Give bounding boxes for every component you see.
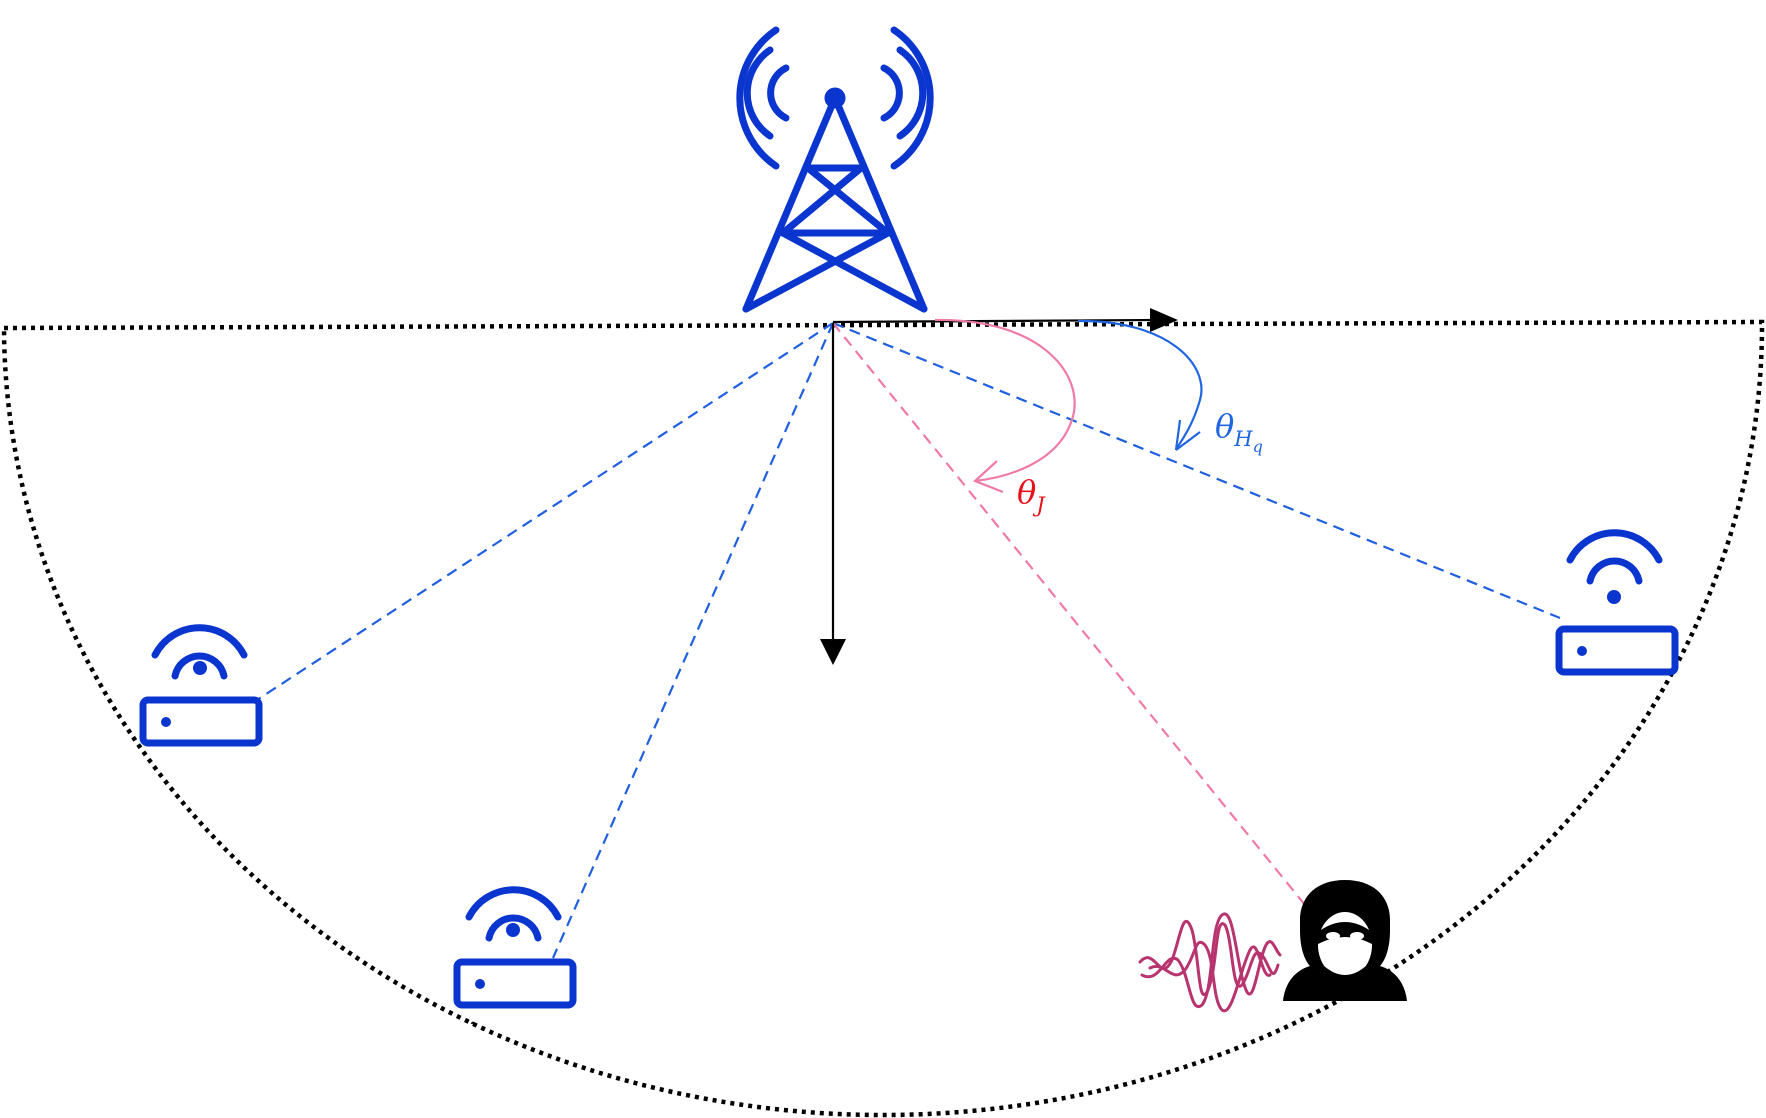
- angle-arc-theta-hq: [1077, 319, 1203, 451]
- theta-j-subscript: J: [1032, 493, 1046, 517]
- wifi-router-icon: [139, 624, 263, 747]
- theta-hq-symbol: θ: [1215, 407, 1234, 445]
- link-line-user-2: [551, 322, 835, 959]
- wifi-router-icon: [1555, 529, 1679, 676]
- wifi-router-icon: [453, 886, 577, 1009]
- theta-j-label: θJ: [1017, 473, 1046, 517]
- theta-hq-subsubscript: q: [1253, 437, 1263, 456]
- theta-j-symbol: θ: [1017, 473, 1036, 511]
- theta-hq-subscript: H: [1233, 427, 1253, 451]
- coverage-boundary: [1, 319, 1765, 1118]
- vertical-axis-arrow: [820, 323, 846, 665]
- link-line-user-3: [832, 321, 1561, 620]
- theta-hq-label: θHq: [1215, 407, 1263, 456]
- angle-arc-theta-j: [934, 318, 1076, 494]
- cell-tower-icon: [736, 26, 934, 313]
- link-line-user-1: [256, 322, 834, 701]
- jamming-waveform-icon: [1138, 912, 1282, 1013]
- hooded-hacker-icon: [1283, 880, 1407, 1001]
- horizontal-axis-arrow: [832, 308, 1178, 332]
